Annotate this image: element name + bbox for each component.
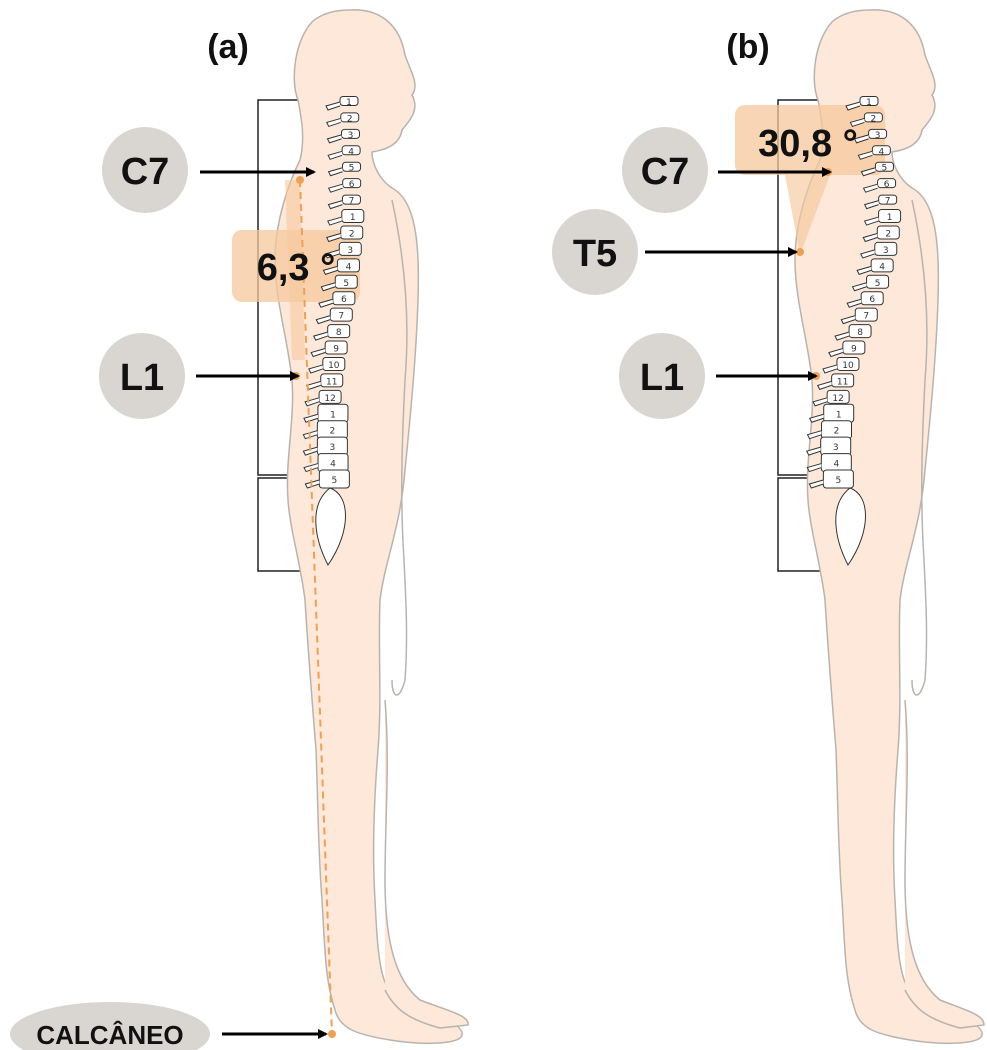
- vertebra-number-thoracic-5: 5: [875, 279, 881, 289]
- panel-b-l1-label: L1: [640, 357, 684, 399]
- vertebra-number-thoracic-8: 8: [336, 328, 342, 338]
- vertebra-number-lumbar-2: 2: [329, 427, 335, 437]
- panel-a-body-silhouette: [275, 10, 462, 1043]
- vertebra-number-cervical-5: 5: [349, 164, 355, 174]
- vertebra-number-lumbar-3: 3: [833, 443, 839, 453]
- panel-a-back-leg: [385, 700, 468, 1028]
- vertebra-number-thoracic-5: 5: [343, 279, 349, 289]
- panel-a-heel-point: [328, 1030, 336, 1038]
- vertebra-number-cervical-1: 1: [346, 98, 352, 108]
- vertebra-number-thoracic-9: 9: [333, 345, 339, 355]
- vertebra-number-lumbar-1: 1: [836, 410, 842, 420]
- vertebra-number-thoracic-8: 8: [857, 328, 863, 338]
- vertebra-number-thoracic-2: 2: [885, 229, 891, 239]
- vertebra-number-thoracic-3: 3: [347, 246, 353, 256]
- vertebra-number-thoracic-2: 2: [349, 229, 355, 239]
- vertebra-number-cervical-6: 6: [349, 180, 355, 190]
- vertebra-number-thoracic-1: 1: [887, 213, 893, 223]
- vertebra-number-thoracic-7: 7: [863, 312, 869, 322]
- panel-a-title: (a): [207, 28, 249, 66]
- vertebra-number-cervical-7: 7: [885, 197, 891, 207]
- vertebra-number-thoracic-12: 12: [324, 394, 335, 404]
- vertebra-number-cervical-4: 4: [348, 147, 354, 157]
- panel-b-t5-label: T5: [573, 233, 617, 275]
- vertebra-number-cervical-3: 3: [348, 131, 354, 141]
- vertebra-number-lumbar-5: 5: [836, 476, 842, 486]
- vertebra-number-cervical-3: 3: [875, 131, 881, 141]
- vertebra-number-cervical-6: 6: [884, 180, 890, 190]
- panel-b-c7-label: C7: [641, 151, 690, 193]
- vertebra-number-thoracic-9: 9: [851, 345, 857, 355]
- vertebra-number-cervical-2: 2: [347, 114, 353, 124]
- vertebra-number-thoracic-4: 4: [879, 262, 885, 272]
- panel-b: (b) 123456712345678910111212345 30,8 ° C…: [552, 10, 984, 1043]
- panel-a-l1-label: L1: [120, 357, 164, 399]
- vertebra-number-thoracic-6: 6: [869, 295, 875, 305]
- vertebra-number-thoracic-1: 1: [350, 213, 356, 223]
- vertebra-number-thoracic-12: 12: [832, 394, 843, 404]
- vertebra-number-thoracic-6: 6: [341, 295, 347, 305]
- vertebra-number-cervical-4: 4: [878, 147, 884, 157]
- vertebra-number-thoracic-4: 4: [346, 262, 352, 272]
- vertebra-number-lumbar-1: 1: [330, 410, 336, 420]
- vertebra-number-lumbar-4: 4: [330, 460, 336, 470]
- vertebra-number-thoracic-11: 11: [326, 377, 337, 387]
- vertebra-number-lumbar-5: 5: [331, 476, 337, 486]
- vertebra-number-thoracic-10: 10: [842, 361, 854, 371]
- panel-a-c7-point: [296, 176, 304, 184]
- panel-b-title: (b): [726, 28, 769, 66]
- vertebra-number-cervical-2: 2: [871, 114, 877, 124]
- panel-a-c7-label: C7: [121, 151, 170, 193]
- panel-b-t5-point: [796, 248, 804, 256]
- vertebra-number-thoracic-10: 10: [328, 361, 340, 371]
- panel-b-angle-label: 30,8 °: [758, 123, 858, 165]
- vertebra-number-cervical-7: 7: [349, 197, 355, 207]
- panel-a-angle-label: 6,3 °: [257, 247, 336, 289]
- vertebra-number-lumbar-4: 4: [833, 460, 839, 470]
- vertebra-number-cervical-5: 5: [882, 164, 888, 174]
- vertebra-number-cervical-1: 1: [866, 98, 872, 108]
- vertebra-number-thoracic-3: 3: [883, 246, 889, 256]
- vertebra-number-thoracic-7: 7: [338, 312, 344, 322]
- vertebra-number-lumbar-3: 3: [330, 443, 336, 453]
- panel-a-heel-label: CALCÂNEO: [36, 1020, 183, 1050]
- vertebra-number-lumbar-2: 2: [834, 427, 840, 437]
- vertebra-number-thoracic-11: 11: [837, 377, 848, 387]
- panel-b-back-leg: [905, 700, 984, 1028]
